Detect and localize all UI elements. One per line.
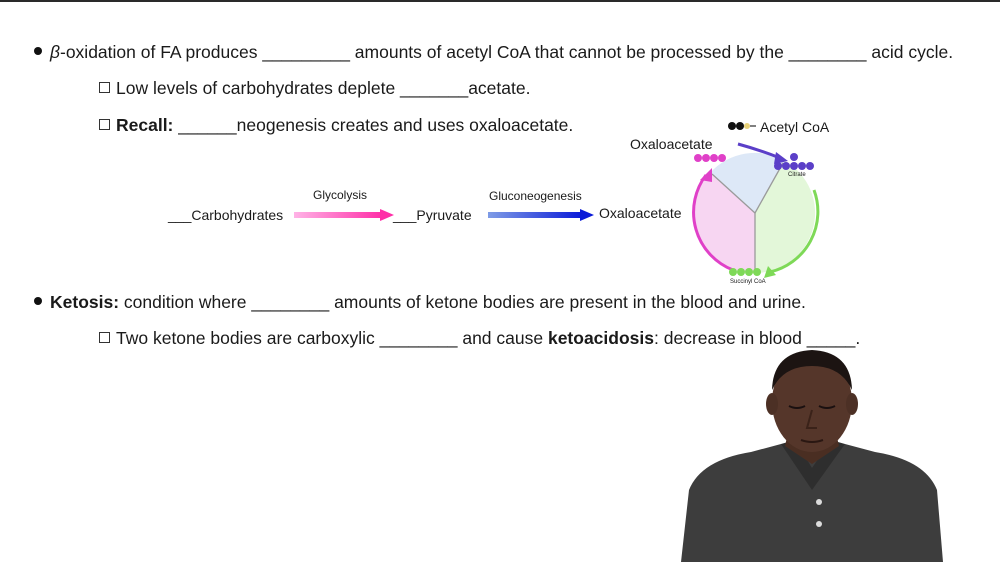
ketoacidosis-label: ketoacidosis bbox=[547, 328, 654, 348]
note-line-carbohydrates: Low levels of carbohydrates deplete ____… bbox=[99, 78, 530, 99]
carbohydrates-label: ___Carbohydrates bbox=[168, 207, 284, 223]
gluconeogenesis-label: Gluconeogenesis bbox=[489, 189, 582, 203]
note-text: ______neogenesis creates and uses oxaloa… bbox=[173, 115, 574, 135]
checkbox-icon bbox=[99, 81, 110, 93]
note-line-ketosis: Ketosis: condition where ________ amount… bbox=[34, 292, 806, 313]
presenter-illustration bbox=[681, 350, 943, 562]
note-line-beta-oxidation: β-oxidation of FA produces _________ amo… bbox=[34, 42, 953, 63]
magenta-arc bbox=[692, 174, 734, 272]
glycolysis-label: Glycolysis bbox=[313, 188, 368, 202]
bullet-icon bbox=[34, 297, 42, 306]
pyruvate-label: ___Pyruvate bbox=[393, 207, 472, 223]
gluconeogenesis-arrow bbox=[488, 209, 594, 221]
presenter-video bbox=[681, 340, 943, 562]
note-text: Two ketone bodies are carboxylic _______… bbox=[116, 328, 548, 348]
glycolysis-arrow bbox=[294, 209, 394, 221]
beta-symbol: β bbox=[50, 42, 60, 62]
oxaloacetate-label: Oxaloacetate bbox=[599, 205, 682, 221]
sector-pink bbox=[694, 173, 755, 274]
succinyl-coa-label: Succinyl CoA bbox=[730, 279, 766, 285]
note-text-end: : decrease in blood _____. bbox=[654, 328, 861, 348]
acetyl-coa-label: Acetyl CoA bbox=[760, 119, 830, 135]
sector-green bbox=[755, 161, 816, 274]
citric-acid-cycle-diagram bbox=[692, 122, 820, 278]
note-line-ketone-bodies: Two ketone bodies are carboxylic _______… bbox=[99, 328, 860, 349]
checkbox-icon bbox=[99, 118, 110, 130]
note-text: Low levels of carbohydrates deplete ____… bbox=[116, 78, 531, 98]
top-border bbox=[0, 0, 1000, 2]
note-line-recall: Recall: ______neogenesis creates and use… bbox=[99, 115, 573, 136]
sector-blue bbox=[710, 152, 785, 213]
recall-label: Recall: bbox=[116, 115, 174, 135]
cycle-oxaloacetate-label: Oxaloacetate bbox=[630, 136, 713, 152]
note-text: condition where ________ amounts of keto… bbox=[119, 292, 806, 312]
note-text: -oxidation of FA produces _________ amou… bbox=[60, 42, 954, 62]
checkbox-icon bbox=[99, 331, 110, 343]
citrate-label: Citrate bbox=[788, 172, 806, 178]
bullet-icon bbox=[34, 47, 42, 56]
ketosis-label: Ketosis: bbox=[50, 292, 120, 312]
green-arc bbox=[769, 189, 820, 274]
